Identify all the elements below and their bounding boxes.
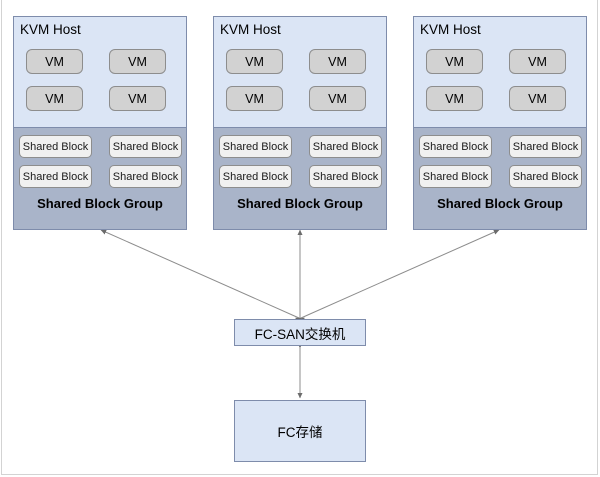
kvm-host-2-shared-block-4[interactable]: Shared Block [309, 165, 382, 188]
kvm-host-3-vm-2[interactable]: VM [509, 49, 566, 74]
kvm-host-1-shared-block-2[interactable]: Shared Block [109, 135, 182, 158]
kvm-host-2-shared-block-group-label: Shared Block Group [237, 196, 363, 211]
kvm-host-3-vm-area: VM VM VM VM [414, 45, 586, 126]
connector-switch-to-host-3 [295, 229, 500, 323]
kvm-host-1-vm-area: VM VM VM VM [14, 45, 186, 126]
kvm-host-3-vm-1[interactable]: VM [426, 49, 483, 74]
fc-san-switch[interactable]: FC-SAN交换机 [234, 319, 366, 346]
kvm-host-3-shared-block-1[interactable]: Shared Block [419, 135, 492, 158]
fc-storage[interactable]: FC存储 [234, 400, 366, 462]
kvm-host-2-shared-block-group[interactable]: Shared Block Shared Block Shared Block S… [213, 127, 387, 230]
kvm-host-1-title: KVM Host [20, 22, 81, 37]
kvm-host-3-vm-4[interactable]: VM [509, 86, 566, 111]
kvm-host-3-vm-3[interactable]: VM [426, 86, 483, 111]
kvm-host-1-vm-2[interactable]: VM [109, 49, 166, 74]
kvm-host-3[interactable]: KVM Host VM VM VM VM Shared Block Shared… [413, 16, 587, 230]
kvm-host-1-shared-block-1[interactable]: Shared Block [19, 135, 92, 158]
kvm-host-2-shared-block-2[interactable]: Shared Block [309, 135, 382, 158]
kvm-host-3-shared-block-3[interactable]: Shared Block [419, 165, 492, 188]
kvm-host-2[interactable]: KVM Host VM VM VM VM Shared Block Shared… [213, 16, 387, 230]
kvm-host-1-shared-block-4[interactable]: Shared Block [109, 165, 182, 188]
kvm-host-1-vm-3[interactable]: VM [26, 86, 83, 111]
kvm-host-1-vm-4[interactable]: VM [109, 86, 166, 111]
kvm-host-1-shared-block-group-label: Shared Block Group [37, 196, 163, 211]
kvm-host-3-shared-block-group[interactable]: Shared Block Shared Block Shared Block S… [413, 127, 587, 230]
kvm-host-2-vm-4[interactable]: VM [309, 86, 366, 111]
kvm-host-1-shared-block-3[interactable]: Shared Block [19, 165, 92, 188]
kvm-host-3-shared-block-2[interactable]: Shared Block [509, 135, 582, 158]
kvm-host-2-vm-area: VM VM VM VM [214, 45, 386, 126]
kvm-host-2-shared-block-1[interactable]: Shared Block [219, 135, 292, 158]
kvm-host-2-vm-3[interactable]: VM [226, 86, 283, 111]
kvm-host-1[interactable]: KVM Host VM VM VM VM Shared Block Shared… [13, 16, 187, 230]
kvm-host-3-shared-block-4[interactable]: Shared Block [509, 165, 582, 188]
kvm-host-2-shared-block-3[interactable]: Shared Block [219, 165, 292, 188]
kvm-host-1-shared-block-group[interactable]: Shared Block Shared Block Shared Block S… [13, 127, 187, 230]
kvm-host-3-shared-block-group-label: Shared Block Group [437, 196, 563, 211]
connector-switch-to-host-1 [100, 229, 305, 323]
kvm-host-2-vm-2[interactable]: VM [309, 49, 366, 74]
kvm-host-2-vm-1[interactable]: VM [226, 49, 283, 74]
kvm-host-2-title: KVM Host [220, 22, 281, 37]
kvm-host-1-vm-1[interactable]: VM [26, 49, 83, 74]
kvm-host-3-title: KVM Host [420, 22, 481, 37]
